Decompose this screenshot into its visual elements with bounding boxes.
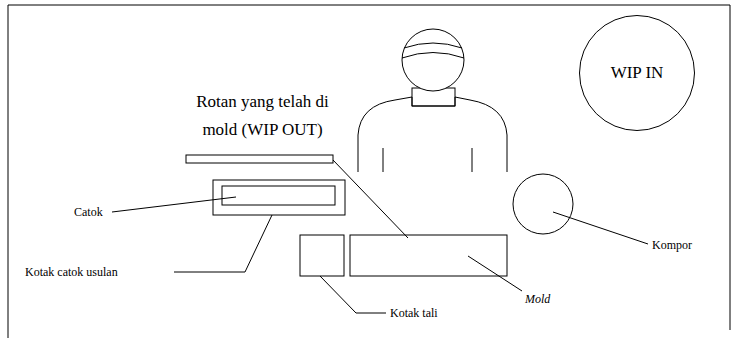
kotak-tali: [300, 235, 344, 276]
leader-line: [112, 197, 236, 212]
part-label: Kotak tali: [390, 306, 438, 320]
frame: [8, 5, 730, 338]
node-text: WIP IN: [611, 63, 664, 83]
worker-figure: [358, 29, 507, 172]
leader-line: [333, 160, 408, 238]
leader-line: [468, 256, 522, 291]
wip-in-circle: WIP IN: [579, 15, 695, 131]
leader-line: [320, 276, 386, 313]
part-label: Catok: [74, 205, 103, 219]
wip-out-bar: [186, 155, 333, 163]
part-label: Kompor: [652, 238, 692, 252]
output-label: Rotan yang telah di mold (WIP OUT): [180, 88, 345, 144]
leader-line: [553, 212, 648, 244]
mold: [350, 235, 507, 276]
part-label: Kotak catok usulan: [25, 265, 118, 279]
kompor: [513, 174, 573, 234]
part-label: Mold: [525, 292, 550, 306]
leader-line: [174, 215, 272, 272]
catok: [222, 186, 335, 205]
